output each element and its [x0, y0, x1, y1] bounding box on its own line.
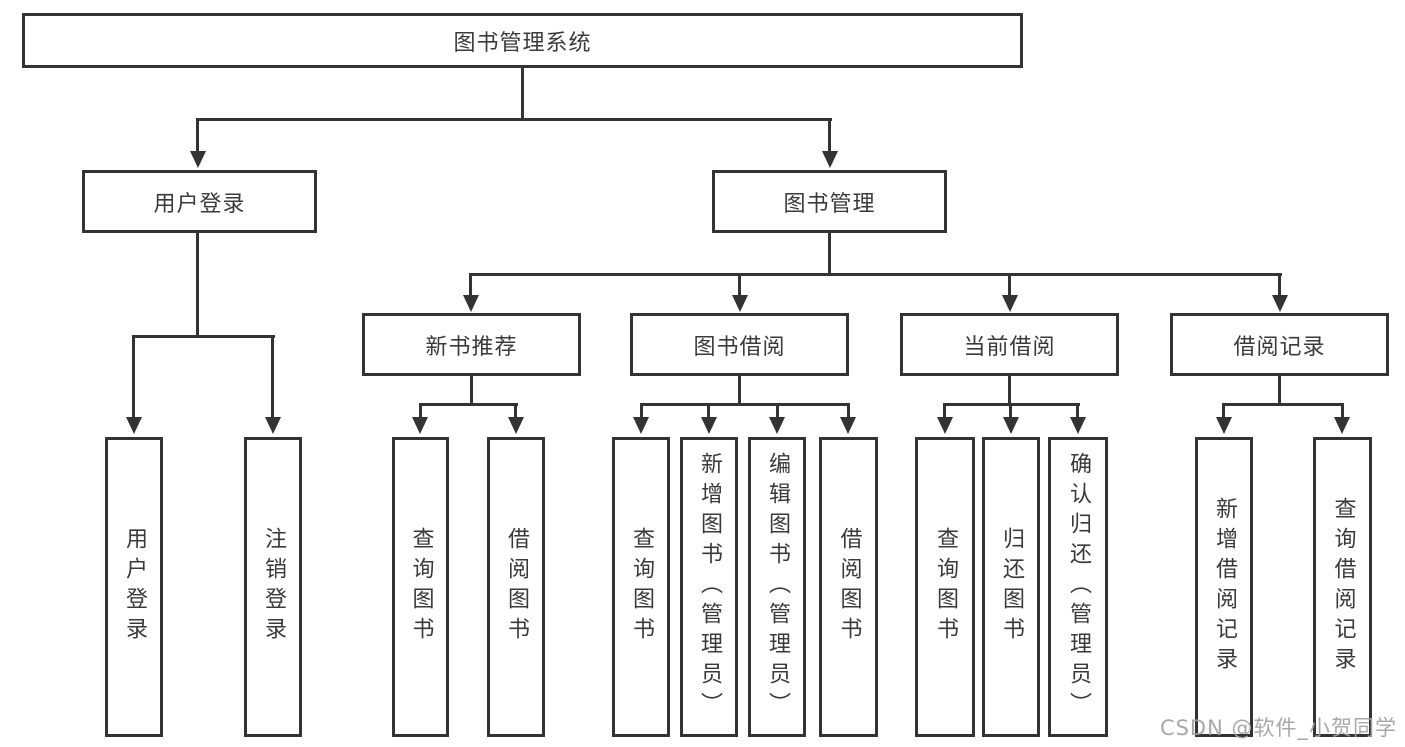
leaf-add-borrow-record-label: 新增借阅记录 — [1212, 497, 1237, 677]
arrow-down-icon — [463, 295, 479, 312]
leaf-confirm-return-admin: 确认归还（管理员） — [1048, 437, 1108, 737]
connector-borrow-records-stem — [1278, 374, 1281, 404]
connector-new-book-recommend-stem — [470, 374, 473, 404]
arrow-down-icon — [1216, 417, 1232, 434]
connector-drop-leaf — [847, 403, 850, 418]
leaf-confirm-return-admin-label: 确认归还（管理员） — [1066, 452, 1091, 722]
leaf-return-books-label: 归还图书 — [999, 527, 1024, 647]
leaf-recommend-borrow-books-label: 借阅图书 — [504, 527, 529, 647]
leaf-borrow-query-books-label: 查询图书 — [629, 527, 654, 647]
arrow-down-icon — [1070, 417, 1086, 434]
arrow-down-icon — [701, 417, 717, 434]
node-new-book-recommend: 新书推荐 — [362, 313, 581, 376]
connector-drop-leaf — [419, 403, 422, 418]
leaf-current-query-books: 查询图书 — [915, 437, 975, 737]
connector-drop-leaf-logout — [271, 335, 274, 418]
node-user-login: 用户登录 — [82, 170, 317, 233]
arrow-down-icon — [190, 151, 206, 168]
connector-book-borrow-stem — [738, 374, 741, 404]
leaf-query-borrow-record-label: 查询借阅记录 — [1330, 497, 1356, 677]
connector-root-stem — [521, 66, 524, 118]
arrow-down-icon — [1003, 417, 1019, 434]
connector-drop-leaf — [1222, 403, 1225, 418]
connector-drop-leaf — [1341, 403, 1344, 418]
leaf-borrow-borrow-books-label: 借阅图书 — [836, 527, 862, 647]
leaf-add-books-admin: 新增图书（管理员） — [680, 437, 738, 737]
connector-user-login-hline — [132, 335, 275, 338]
node-root: 图书管理系统 — [22, 13, 1023, 68]
arrow-down-icon — [1272, 295, 1288, 312]
connector-level2-hline — [196, 118, 832, 121]
leaf-borrow-query-books: 查询图书 — [612, 437, 670, 737]
node-book-management-label: 图书管理 — [783, 191, 876, 217]
leaf-edit-books-admin: 编辑图书（管理员） — [748, 437, 806, 737]
connector-drop-user-login — [196, 118, 199, 153]
connector-current-borrow-stem — [1008, 374, 1011, 404]
leaf-edit-books-admin-label: 编辑图书（管理员） — [765, 452, 790, 722]
arrow-down-icon — [412, 417, 428, 434]
arrow-down-icon — [1002, 295, 1018, 312]
leaf-user-login-label: 用户登录 — [122, 527, 147, 647]
leaf-user-login: 用户登录 — [105, 437, 163, 737]
arrow-down-icon — [508, 417, 524, 434]
arrow-down-icon — [822, 151, 838, 168]
connector-level3-hline — [469, 273, 1282, 276]
connector-drop-leaf — [1076, 403, 1079, 418]
connector-new-book-recommend-hline — [419, 403, 518, 406]
connector-drop-borrow-records — [1278, 273, 1281, 297]
arrow-down-icon — [937, 417, 953, 434]
connector-drop-leaf — [640, 403, 643, 418]
connector-drop-leaf — [707, 403, 710, 418]
leaf-logout: 注销登录 — [244, 437, 302, 737]
node-book-borrow-label: 图书借阅 — [693, 334, 786, 360]
connector-drop-leaf — [776, 403, 779, 418]
node-user-login-label: 用户登录 — [153, 191, 246, 217]
node-borrow-records: 借阅记录 — [1170, 313, 1389, 376]
leaf-add-borrow-record: 新增借阅记录 — [1195, 437, 1253, 737]
arrow-down-icon — [840, 417, 856, 434]
connector-drop-leaf-user-login — [132, 335, 135, 418]
arrow-down-icon — [126, 417, 142, 434]
leaf-add-books-admin-label: 新增图书（管理员） — [697, 452, 722, 722]
node-borrow-records-label: 借阅记录 — [1233, 334, 1326, 360]
node-root-label: 图书管理系统 — [453, 30, 592, 56]
leaf-query-borrow-record: 查询借阅记录 — [1313, 437, 1372, 737]
node-new-book-recommend-label: 新书推荐 — [425, 334, 518, 360]
arrow-down-icon — [1334, 417, 1350, 434]
connector-drop-book-borrow — [738, 273, 741, 297]
arrow-down-icon — [633, 417, 649, 434]
connector-drop-leaf — [514, 403, 517, 418]
connector-drop-book-management — [828, 118, 831, 153]
leaf-return-books: 归还图书 — [982, 437, 1040, 737]
connector-user-login-stem — [196, 231, 199, 335]
connector-drop-leaf — [943, 403, 946, 418]
leaf-logout-label: 注销登录 — [261, 527, 286, 647]
arrow-down-icon — [732, 295, 748, 312]
node-current-borrow-label: 当前借阅 — [963, 334, 1056, 360]
connector-book-borrow-hline — [640, 403, 850, 406]
connector-book-management-stem — [828, 231, 831, 273]
connector-borrow-records-hline — [1222, 403, 1344, 406]
connector-drop-current-borrow — [1008, 273, 1011, 297]
leaf-recommend-query-books: 查询图书 — [392, 437, 449, 737]
leaf-current-query-books-label: 查询图书 — [933, 527, 958, 647]
node-current-borrow: 当前借阅 — [900, 313, 1119, 376]
connector-drop-new-book-recommend — [469, 273, 472, 297]
csdn-watermark: CSDN @软件_小贺同学 — [1159, 716, 1397, 740]
connector-drop-leaf — [1009, 403, 1012, 418]
leaf-borrow-borrow-books: 借阅图书 — [819, 437, 878, 737]
arrow-down-icon — [265, 417, 281, 434]
leaf-recommend-query-books-label: 查询图书 — [408, 527, 434, 647]
node-book-borrow: 图书借阅 — [630, 313, 849, 376]
arrow-down-icon — [769, 417, 785, 434]
node-book-management: 图书管理 — [712, 170, 947, 233]
leaf-recommend-borrow-books: 借阅图书 — [487, 437, 545, 737]
